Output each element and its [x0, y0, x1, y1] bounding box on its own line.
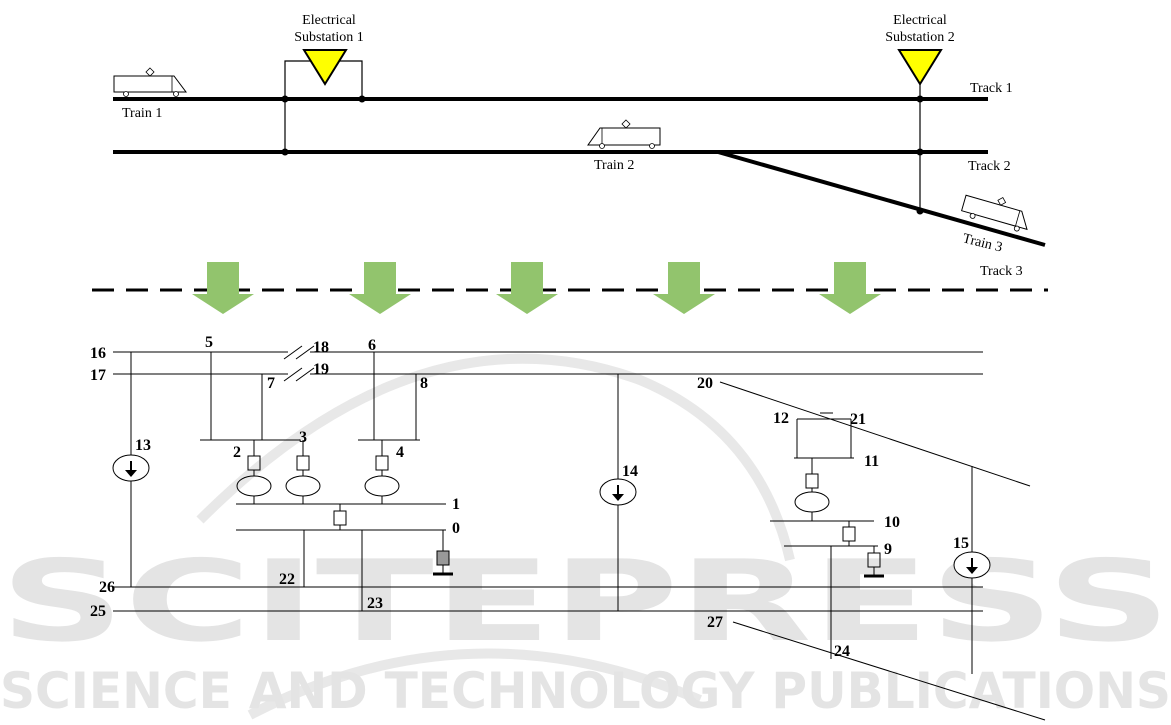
node-label: 1: [452, 496, 460, 513]
down-arrow-1: [192, 262, 254, 314]
down-arrow-5: [819, 262, 881, 314]
node-label: 14: [622, 463, 638, 480]
train-2: [587, 119, 661, 149]
node-label: 24: [834, 643, 850, 660]
track-2-label: Track 2: [968, 159, 1011, 174]
down-arrow-4: [653, 262, 715, 314]
load-14-icon: [599, 478, 637, 506]
node-dot: [281, 95, 289, 103]
node-label: 19: [313, 361, 329, 378]
node-dot: [916, 148, 924, 156]
train-1-label: Train 1: [122, 106, 162, 121]
substation-2-triangle: [897, 49, 943, 86]
break-mark: [283, 345, 303, 360]
break-mark: [295, 345, 315, 360]
watermark-logo-arc: [196, 353, 795, 562]
node-label: 4: [396, 444, 404, 461]
break-mark: [283, 367, 303, 382]
track-1-label: Track 1: [970, 81, 1013, 96]
transform-arrows: [92, 262, 1048, 314]
node-label: 17: [90, 367, 106, 384]
load-15-icon: [953, 551, 991, 579]
substation-2-label-line1: Electrical: [893, 13, 947, 28]
node-dot: [281, 148, 289, 156]
node-label: 8: [420, 375, 428, 392]
railway-schematic: Electrical Substation 1 Electrical Subst…: [113, 13, 1046, 279]
node-label: 25: [90, 603, 106, 620]
watermark-title: SCITEPRESS: [0, 537, 1171, 667]
substation-2-label-line2: Substation 2: [885, 30, 955, 45]
node-label: 27: [707, 614, 723, 631]
train-2-label: Train 2: [594, 158, 634, 173]
load-13-icon: [112, 454, 150, 482]
train-1: [113, 67, 187, 97]
node-dot: [358, 95, 366, 103]
node-dot: [916, 207, 924, 215]
substation-1-label-line2: Substation 1: [294, 30, 364, 45]
down-arrow-2: [349, 262, 411, 314]
node-label: 3: [299, 429, 307, 446]
node-labels: 0 1 2 3 4 5 6 7 8 9 10 11 12 13 14 15 16…: [90, 334, 969, 660]
node-label: 9: [884, 541, 892, 558]
node-label: 6: [368, 337, 376, 354]
node-label: 15: [953, 535, 969, 552]
substation-1-triangle: [302, 49, 348, 86]
down-arrow-3: [496, 262, 558, 314]
node-label: 13: [135, 437, 151, 454]
equivalent-circuit: [113, 345, 1046, 721]
node-label: 0: [452, 520, 460, 537]
node-label: 11: [864, 453, 879, 470]
node-label: 16: [90, 345, 106, 362]
node-label: 12: [773, 410, 789, 427]
substation-1-label-line1: Electrical: [302, 13, 356, 28]
node-label: 26: [99, 579, 115, 596]
node-label: 23: [367, 595, 383, 612]
track-3-label: Track 3: [980, 264, 1023, 279]
train-3-label: Train 3: [961, 231, 1004, 255]
line-20-21: [719, 381, 1031, 487]
watermark-logo-arc-2: [247, 648, 702, 720]
node-dot: [916, 95, 924, 103]
line-27: [732, 621, 1046, 721]
node-label: 2: [233, 444, 241, 461]
node-label: 7: [267, 375, 275, 392]
node-label: 21: [850, 411, 866, 428]
node-label: 5: [205, 334, 213, 351]
train-3: [961, 194, 1028, 232]
break-mark: [295, 367, 315, 382]
node-label: 10: [884, 514, 900, 531]
track-3-line: [717, 150, 1046, 247]
node-label: 18: [313, 339, 329, 356]
watermark-subtitle: SCIENCE AND TECHNOLOGY PUBLICATIONS: [0, 662, 1171, 720]
node-label: 22: [279, 571, 295, 588]
watermark: SCITEPRESS SCIENCE AND TECHNOLOGY PUBLIC…: [0, 353, 1171, 720]
node-label: 20: [697, 375, 713, 392]
